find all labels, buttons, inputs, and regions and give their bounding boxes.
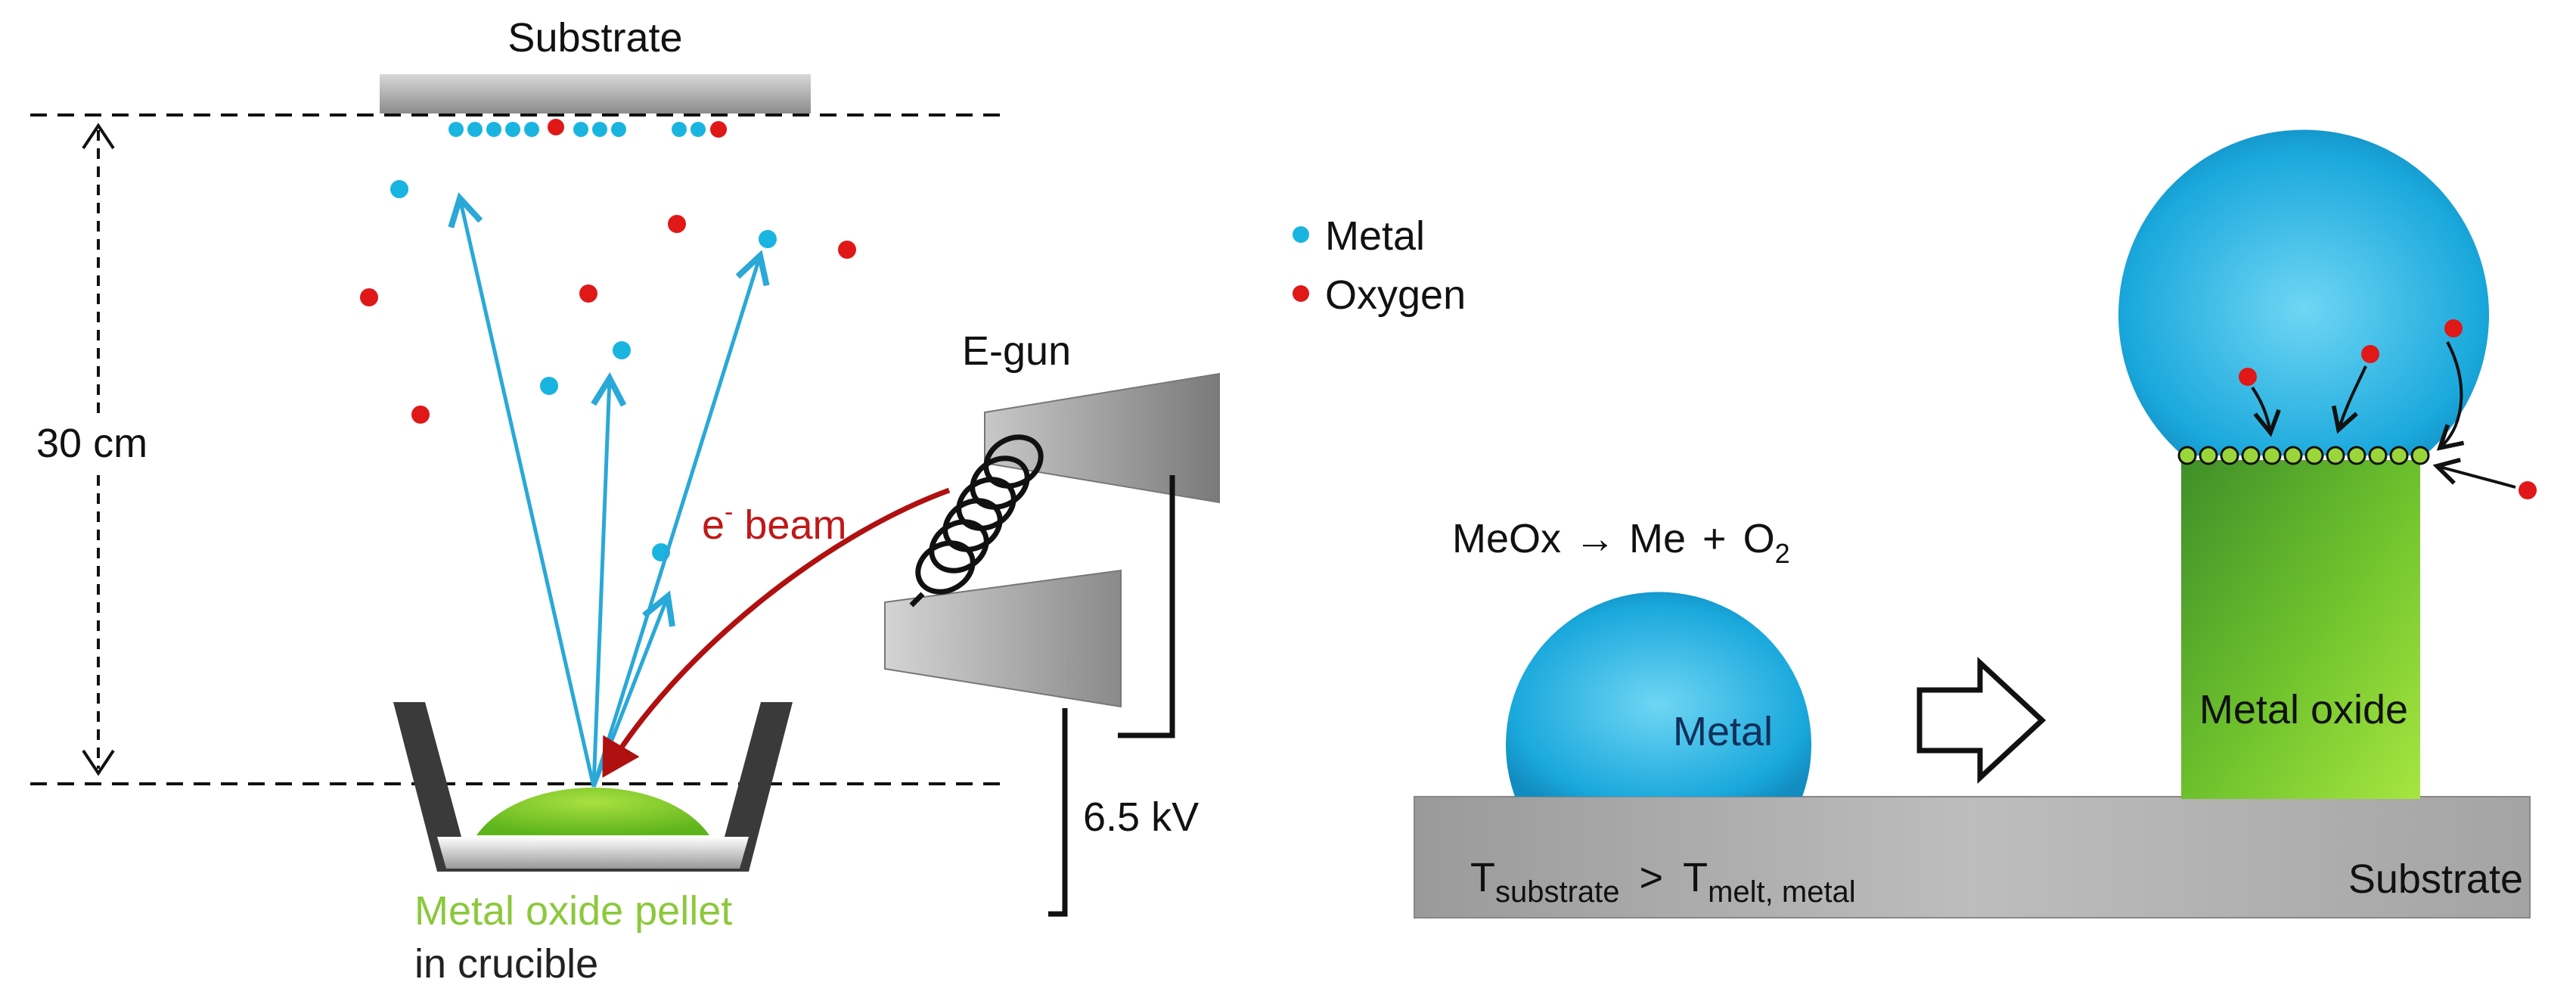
legend-oxygen-label: Oxygen	[1325, 272, 1466, 318]
growth-panel: MeOx→Me+O2 Substrate Tsubstrate>Tmelt, m…	[1414, 129, 2537, 919]
top-substrate	[380, 74, 811, 113]
electron-beam	[602, 487, 951, 779]
trajectory-arrows	[448, 192, 770, 788]
metal-droplet	[1506, 592, 1812, 797]
filament-coil	[909, 434, 1044, 608]
pellet-label: Metal oxide pellet	[414, 888, 732, 934]
legend-oxygen-marker	[1293, 285, 1309, 302]
gun-upper-plate	[984, 372, 1220, 504]
interface-nuclei	[2177, 446, 2430, 465]
legend: Metal Oxygen	[1293, 213, 1466, 318]
deposited-atoms	[448, 119, 727, 138]
flying-atoms	[360, 180, 856, 561]
circuit-wire	[1118, 475, 1175, 738]
top-substrate-label: Substrate	[507, 15, 682, 61]
metal-oxide-label: Metal oxide	[2199, 687, 2408, 732]
beam-label: e- beam	[702, 498, 846, 548]
crucible	[393, 702, 793, 872]
metal-droplet-label: Metal	[1673, 709, 1773, 754]
oxygen-diffusion	[2239, 319, 2537, 499]
pellet	[476, 788, 709, 835]
distance-label: 30 cm	[36, 421, 147, 466]
reaction-equation: MeOx→Me+O2	[1452, 516, 1790, 569]
transition-arrow	[1916, 656, 2047, 785]
crucible-label: in crucible	[414, 941, 598, 987]
evaporation-panel: Substrate 30 cm	[30, 15, 1220, 987]
substrate-label: Substrate	[2348, 856, 2523, 902]
legend-metal-marker	[1293, 226, 1309, 243]
legend-metal-label: Metal	[1325, 213, 1425, 259]
gun-lower-plate	[884, 569, 1122, 708]
gun-label: E-gun	[962, 328, 1071, 374]
temperature-condition: Tsubstrate>Tmelt, metal	[1470, 855, 1856, 909]
voltage-label: 6.5 kV	[1083, 794, 1199, 840]
tip-metal-droplet	[2118, 129, 2489, 456]
substrate-bar	[1414, 796, 2531, 919]
metal-oxide-pillar	[2181, 460, 2420, 799]
